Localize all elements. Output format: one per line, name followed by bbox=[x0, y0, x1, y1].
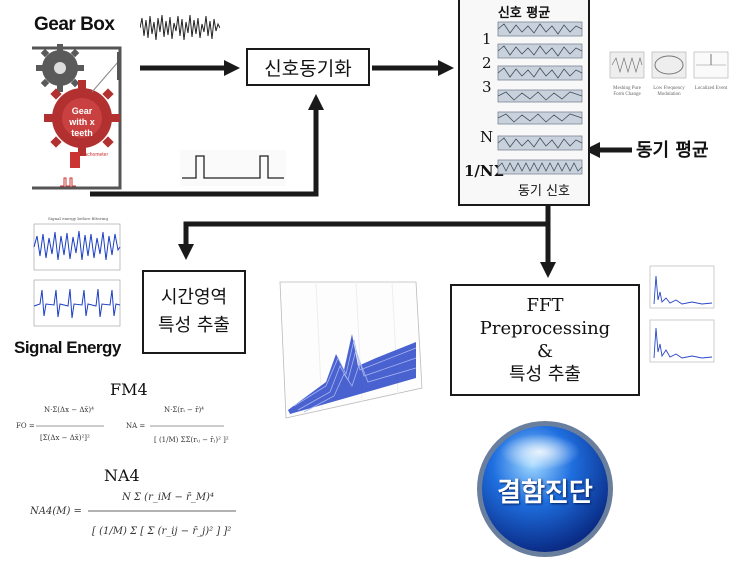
thumb-caption-2: Low Frequency Modulation bbox=[653, 86, 685, 97]
tacho-pulse-signal bbox=[180, 150, 286, 186]
signal-energy-label: Signal Energy bbox=[14, 338, 121, 357]
time-box-line-2: 특성 추출 bbox=[158, 315, 230, 336]
diagnosis-label: 결함진단 bbox=[497, 477, 593, 508]
time-domain-box: 시간영역 특성 추출 bbox=[142, 270, 246, 354]
time-signal-plots bbox=[33, 223, 121, 327]
thumb-caption-3: Localized Event bbox=[694, 86, 728, 91]
svg-text:FO =: FO = bbox=[16, 422, 35, 430]
svg-text:N Σ (r_iM − r̄_M)⁴: N Σ (r_iM − r̄_M)⁴ bbox=[121, 492, 214, 503]
fft-box-line-1: FFT bbox=[526, 295, 564, 316]
svg-text:NA =: NA = bbox=[126, 422, 145, 430]
side-thumbnails bbox=[609, 51, 729, 79]
time-box-line-1: 시간영역 bbox=[160, 287, 228, 308]
fm4-label: FM4 bbox=[110, 380, 148, 399]
avg-row-label-3: 3 bbox=[482, 78, 492, 96]
na4-formula: NA4(M) = N Σ (r_iM − r̄_M)⁴ [ (1/M) Σ [ … bbox=[30, 492, 236, 537]
avg-panel-footer: 동기 신호 bbox=[518, 184, 570, 199]
svg-text:N·Σ(rᵢ − r̄)⁴: N·Σ(rᵢ − r̄)⁴ bbox=[164, 406, 204, 414]
fault-diagnosis-sphere bbox=[477, 421, 613, 557]
gearbox-title: Gear Box bbox=[34, 14, 115, 35]
svg-text:[Σ(Δx − Δx̄)²]²: [Σ(Δx − Δx̄)²]² bbox=[40, 434, 90, 442]
avg-row-label-1: 1 bbox=[482, 30, 492, 48]
spectrum-plots bbox=[649, 265, 715, 363]
time-plot-title: Signal energy before filtering bbox=[47, 216, 109, 221]
svg-text:N·Σ(Δx − Δx̄)⁴: N·Σ(Δx − Δx̄)⁴ bbox=[44, 406, 94, 414]
fm4-formula: FO = N·Σ(Δx − Δx̄)⁴ [Σ(Δx − Δx̄)²]² NA =… bbox=[16, 406, 229, 444]
waterfall-plot bbox=[279, 281, 423, 419]
svg-text:NA4(M) =: NA4(M) = bbox=[30, 506, 82, 517]
fft-box-line-4: 특성 추출 bbox=[509, 364, 581, 385]
avg-row-label-2: 2 bbox=[482, 54, 492, 72]
raw-vibration-signal bbox=[140, 14, 220, 41]
sync-average-label: 동기 평균 bbox=[636, 140, 709, 161]
sync-box-label: 신호동기화 bbox=[264, 57, 352, 80]
averaged-signal-traces bbox=[497, 21, 583, 175]
thumb-caption-1: Meshing Pure Form Change bbox=[613, 86, 641, 97]
avg-panel-title: 신호 평균 bbox=[497, 6, 551, 21]
tachometer-label: Tachometer bbox=[82, 152, 109, 158]
svg-text:[ (1/M) ΣΣ(rᵢⱼ − r̄ⱼ)² ]²: [ (1/M) ΣΣ(rᵢⱼ − r̄ⱼ)² ]² bbox=[154, 436, 229, 444]
avg-row-label-n: N bbox=[480, 128, 494, 146]
gearbox-illustration bbox=[32, 44, 122, 190]
avg-row-label-sum: 1/NΣ bbox=[464, 162, 505, 180]
fft-box-line-2: Preprocessing bbox=[479, 318, 611, 339]
na4-label: NA4 bbox=[104, 466, 140, 485]
fft-box-line-3: & bbox=[536, 341, 554, 362]
svg-text:[ (1/M) Σ [ Σ (r_ij − r̄_j)² ]: [ (1/M) Σ [ Σ (r_ij − r̄_j)² ] ]² bbox=[92, 526, 231, 537]
sync-box: 신호동기화 bbox=[246, 48, 370, 86]
fft-box: FFT Preprocessing & 특성 추출 bbox=[450, 284, 640, 396]
gear-label: Gear with x teeth bbox=[69, 106, 95, 138]
